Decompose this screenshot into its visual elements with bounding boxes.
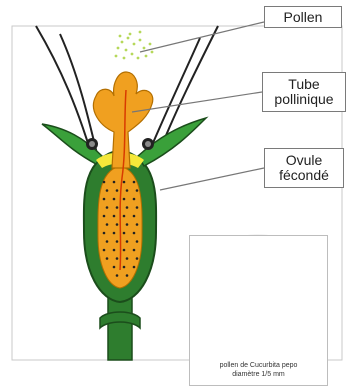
label-tube-pollinique: Tube pollinique — [262, 72, 346, 112]
photo-caption-line2: diamètre 1/5 mm — [191, 370, 326, 379]
photo-caption-line1: pollen de Cucurbita pepo — [191, 361, 326, 370]
label-pollen: Pollen — [264, 6, 342, 28]
label-ovule-line1: Ovule — [265, 153, 343, 168]
label-ovule-feconde: Ovule fécondé — [264, 148, 344, 188]
label-ovule-line2: fécondé — [265, 168, 343, 183]
photo-caption: pollen de Cucurbita pepo diamètre 1/5 mm — [191, 361, 326, 379]
label-tube-line2: pollinique — [263, 92, 345, 107]
label-pollen-text: Pollen — [265, 10, 341, 25]
label-tube-line1: Tube — [263, 77, 345, 92]
